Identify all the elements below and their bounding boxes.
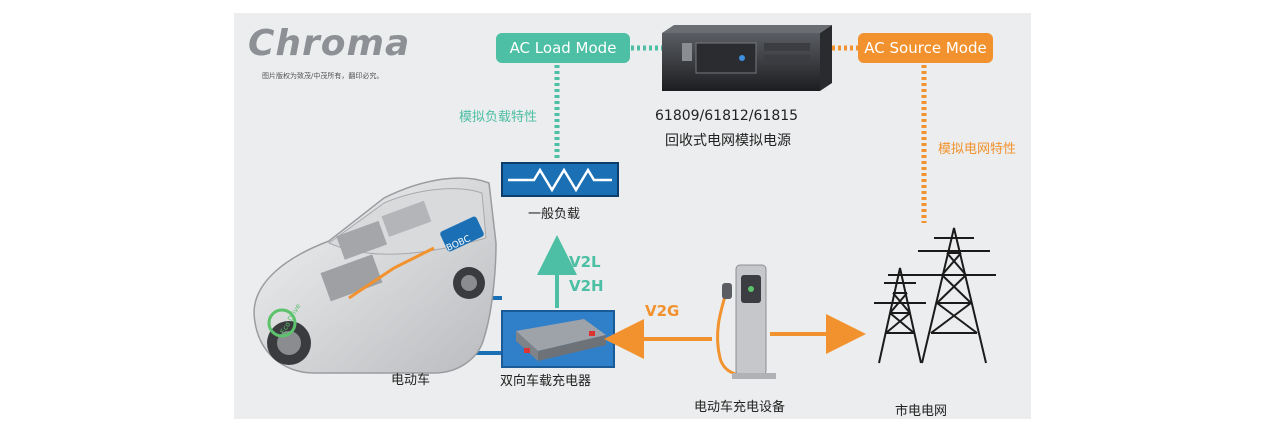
load-mode-link [554, 45, 662, 161]
load-characteristics-label: 模拟负载特性 [459, 110, 538, 125]
ev-label: 电动车 [391, 373, 431, 388]
grid-simulator-device [662, 25, 832, 91]
diagram-graphics [253, 25, 996, 379]
transmission-tower-icon [874, 227, 996, 364]
electric-car [253, 177, 497, 374]
charging-equipment-label: 电动车充电设备 [694, 400, 786, 415]
charging-station [716, 264, 776, 379]
resistor-icon [501, 162, 619, 197]
ac-load-mode-badge: AC Load Mode [496, 33, 630, 63]
general-load-label: 一般负载 [528, 207, 581, 222]
diagram-panel: Chroma 图片版权为致茂/中茂所有，翻印必究。 [234, 13, 1031, 419]
source-mode-link [832, 45, 927, 223]
v2g-label: V2G [645, 302, 680, 320]
utility-grid-label: 市电电网 [895, 404, 948, 419]
charger-label: 双向车载充电器 [500, 374, 592, 389]
onboard-charger [501, 310, 615, 368]
chroma-logo: Chroma [248, 23, 411, 64]
device-name: 回收式电网模拟电源 [665, 133, 791, 149]
v2l-label: V2L [569, 253, 601, 271]
v2h-label: V2H [569, 277, 604, 295]
device-models: 61809/61812/61815 [655, 108, 799, 124]
ac-source-mode-badge: AC Source Mode [858, 33, 993, 63]
grid-characteristics-label: 模拟电网特性 [938, 142, 1017, 157]
copyright-note: 图片版权为致茂/中茂所有，翻印必究。 [262, 72, 384, 80]
